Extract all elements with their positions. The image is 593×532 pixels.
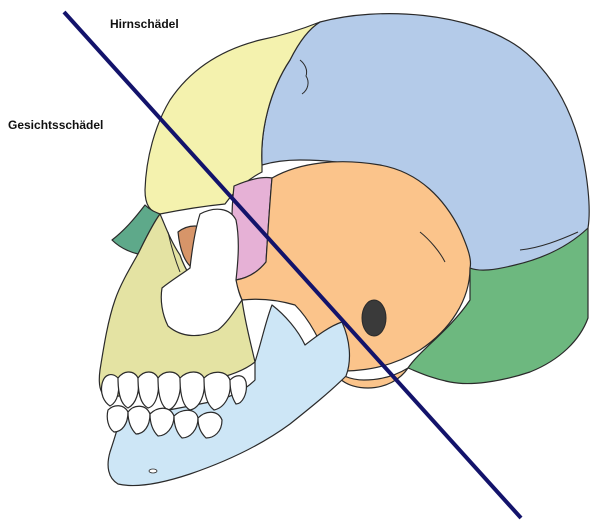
mental-foramen	[149, 469, 157, 473]
ear-canal	[362, 300, 386, 336]
viscerocranium-label: Gesichtsschädel	[8, 118, 103, 132]
neurocranium-label: Hirnschädel	[110, 17, 179, 31]
